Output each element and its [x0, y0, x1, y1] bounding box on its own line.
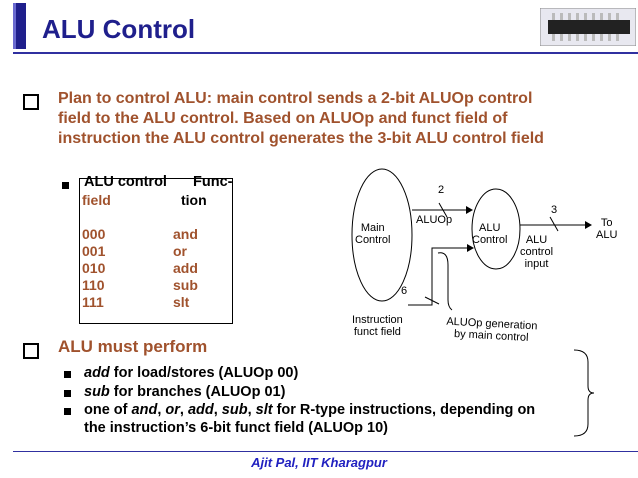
- alu-ctrl-input-line1: ALU: [525, 234, 548, 246]
- bullet1-text: Plan to control ALU: main control sends …: [58, 89, 544, 149]
- title-rule: [13, 52, 638, 54]
- instruction-funct-label: Instruction funct field: [352, 314, 403, 338]
- to-alu-line1: To: [600, 217, 613, 229]
- table-row-func: sub: [173, 277, 198, 293]
- table-row-code: 111: [82, 294, 104, 310]
- aluop-generation-label: ALUOp generation by main control: [445, 316, 538, 345]
- alu-control-diagram: [351, 168, 592, 311]
- aluop-arrowhead: [466, 206, 473, 214]
- alu-control-input-label: ALU control input: [520, 234, 553, 270]
- to-alu-label: To ALU: [596, 217, 617, 241]
- bullet1-line1: Plan to control ALU: main control sends …: [58, 90, 533, 107]
- alu-control-label: ALU Control: [472, 222, 507, 246]
- instr-funct-line1: Instruction: [352, 314, 403, 326]
- bullet1-line3: instruction the ALU control generates th…: [58, 130, 544, 147]
- item3-sub: sub: [221, 402, 248, 418]
- main-control-ellipse: [351, 168, 413, 302]
- main-control-label: Main Control: [355, 222, 390, 246]
- to-alu-line2: ALU: [596, 229, 618, 241]
- table-header-left-2: field: [82, 192, 111, 208]
- item3-or: or: [165, 402, 180, 418]
- table-row-code: 000: [82, 226, 106, 242]
- footer-rule: [13, 451, 638, 452]
- title-bar-accent: [13, 3, 26, 49]
- list-item: sub for branches (ALUOp 01): [84, 383, 285, 401]
- alu-control-table: [79, 178, 233, 324]
- sep: ,: [157, 402, 166, 418]
- item3-line2: the instruction’s 6-bit funct field (ALU…: [84, 420, 388, 436]
- list-item: one of and, or, add, sub, slt for R-type…: [84, 401, 535, 437]
- list-bullet-icon: [64, 408, 71, 415]
- table-row-func: add: [173, 260, 198, 276]
- item3-and: and: [131, 402, 158, 418]
- alu-control-line2: Control: [472, 234, 508, 246]
- table-row-code: 110: [82, 277, 105, 293]
- bits-3-label: 3: [551, 204, 558, 216]
- alu-out-arrowhead: [585, 221, 592, 229]
- right-brace: [573, 349, 595, 437]
- item3-pre: one of: [84, 402, 132, 418]
- bits-2-label: 2: [438, 184, 445, 196]
- instr-funct-line2: funct field: [353, 326, 401, 338]
- aluop-label: ALUOp: [416, 214, 453, 226]
- list-item-emph: sub: [84, 384, 110, 400]
- table-header-right-1: Func-: [193, 174, 233, 190]
- alu-ctrl-input-line2: control: [520, 246, 554, 258]
- bullet-checkbox-icon: [23, 343, 39, 359]
- alu-ctrl-input-line3: input: [524, 258, 549, 270]
- chip-icon: [539, 7, 637, 47]
- sep: ,: [247, 402, 256, 418]
- bullet2-heading: ALU must perform: [58, 337, 208, 356]
- list-bullet-icon: [64, 371, 71, 378]
- alu-control-line1: ALU: [479, 222, 501, 234]
- table-bullet-icon: [62, 182, 69, 189]
- main-control-line2: Control: [355, 234, 391, 246]
- bits-6-label: 6: [401, 285, 408, 297]
- sep: ,: [179, 402, 188, 418]
- table-row-code: 010: [82, 260, 106, 276]
- list-bullet-icon: [64, 390, 71, 397]
- list-item: add for load/stores (ALUOp 00): [84, 364, 298, 382]
- alu-out-bit-slash: [549, 216, 559, 232]
- bullet1-line2: field to the ALU control. Based on ALUOp…: [58, 110, 508, 127]
- page-title: ALU Control: [42, 14, 196, 44]
- table-header-left-1: ALU control: [84, 174, 167, 190]
- list-item-rest: for load/stores (ALUOp 00): [109, 365, 299, 381]
- bullet-checkbox-icon: [23, 94, 39, 110]
- funct-bit-slash: [424, 296, 440, 305]
- table-header-right-2: tion: [181, 192, 207, 208]
- funct-arrowhead: [467, 244, 474, 252]
- funct-wire: [408, 247, 467, 306]
- item3-slt: slt: [255, 402, 273, 418]
- item3-post: for R-type instructions, depending on: [272, 402, 536, 418]
- aluop-bit-slash: [438, 202, 448, 218]
- brace-curve: [437, 252, 453, 311]
- table-row-func: slt: [173, 294, 190, 310]
- main-control-line1: Main: [360, 222, 385, 234]
- table-row-func: or: [173, 243, 187, 259]
- list-item-rest: for branches (ALUOp 01): [109, 384, 286, 400]
- item3-add: add: [187, 402, 214, 418]
- table-row-code: 001: [82, 243, 106, 259]
- sep: ,: [213, 402, 222, 418]
- table-row-func: and: [173, 226, 198, 242]
- footer-author: Ajit Pal, IIT Kharagpur: [251, 455, 387, 470]
- alu-control-ellipse: [471, 188, 521, 270]
- list-item-emph: add: [84, 365, 110, 381]
